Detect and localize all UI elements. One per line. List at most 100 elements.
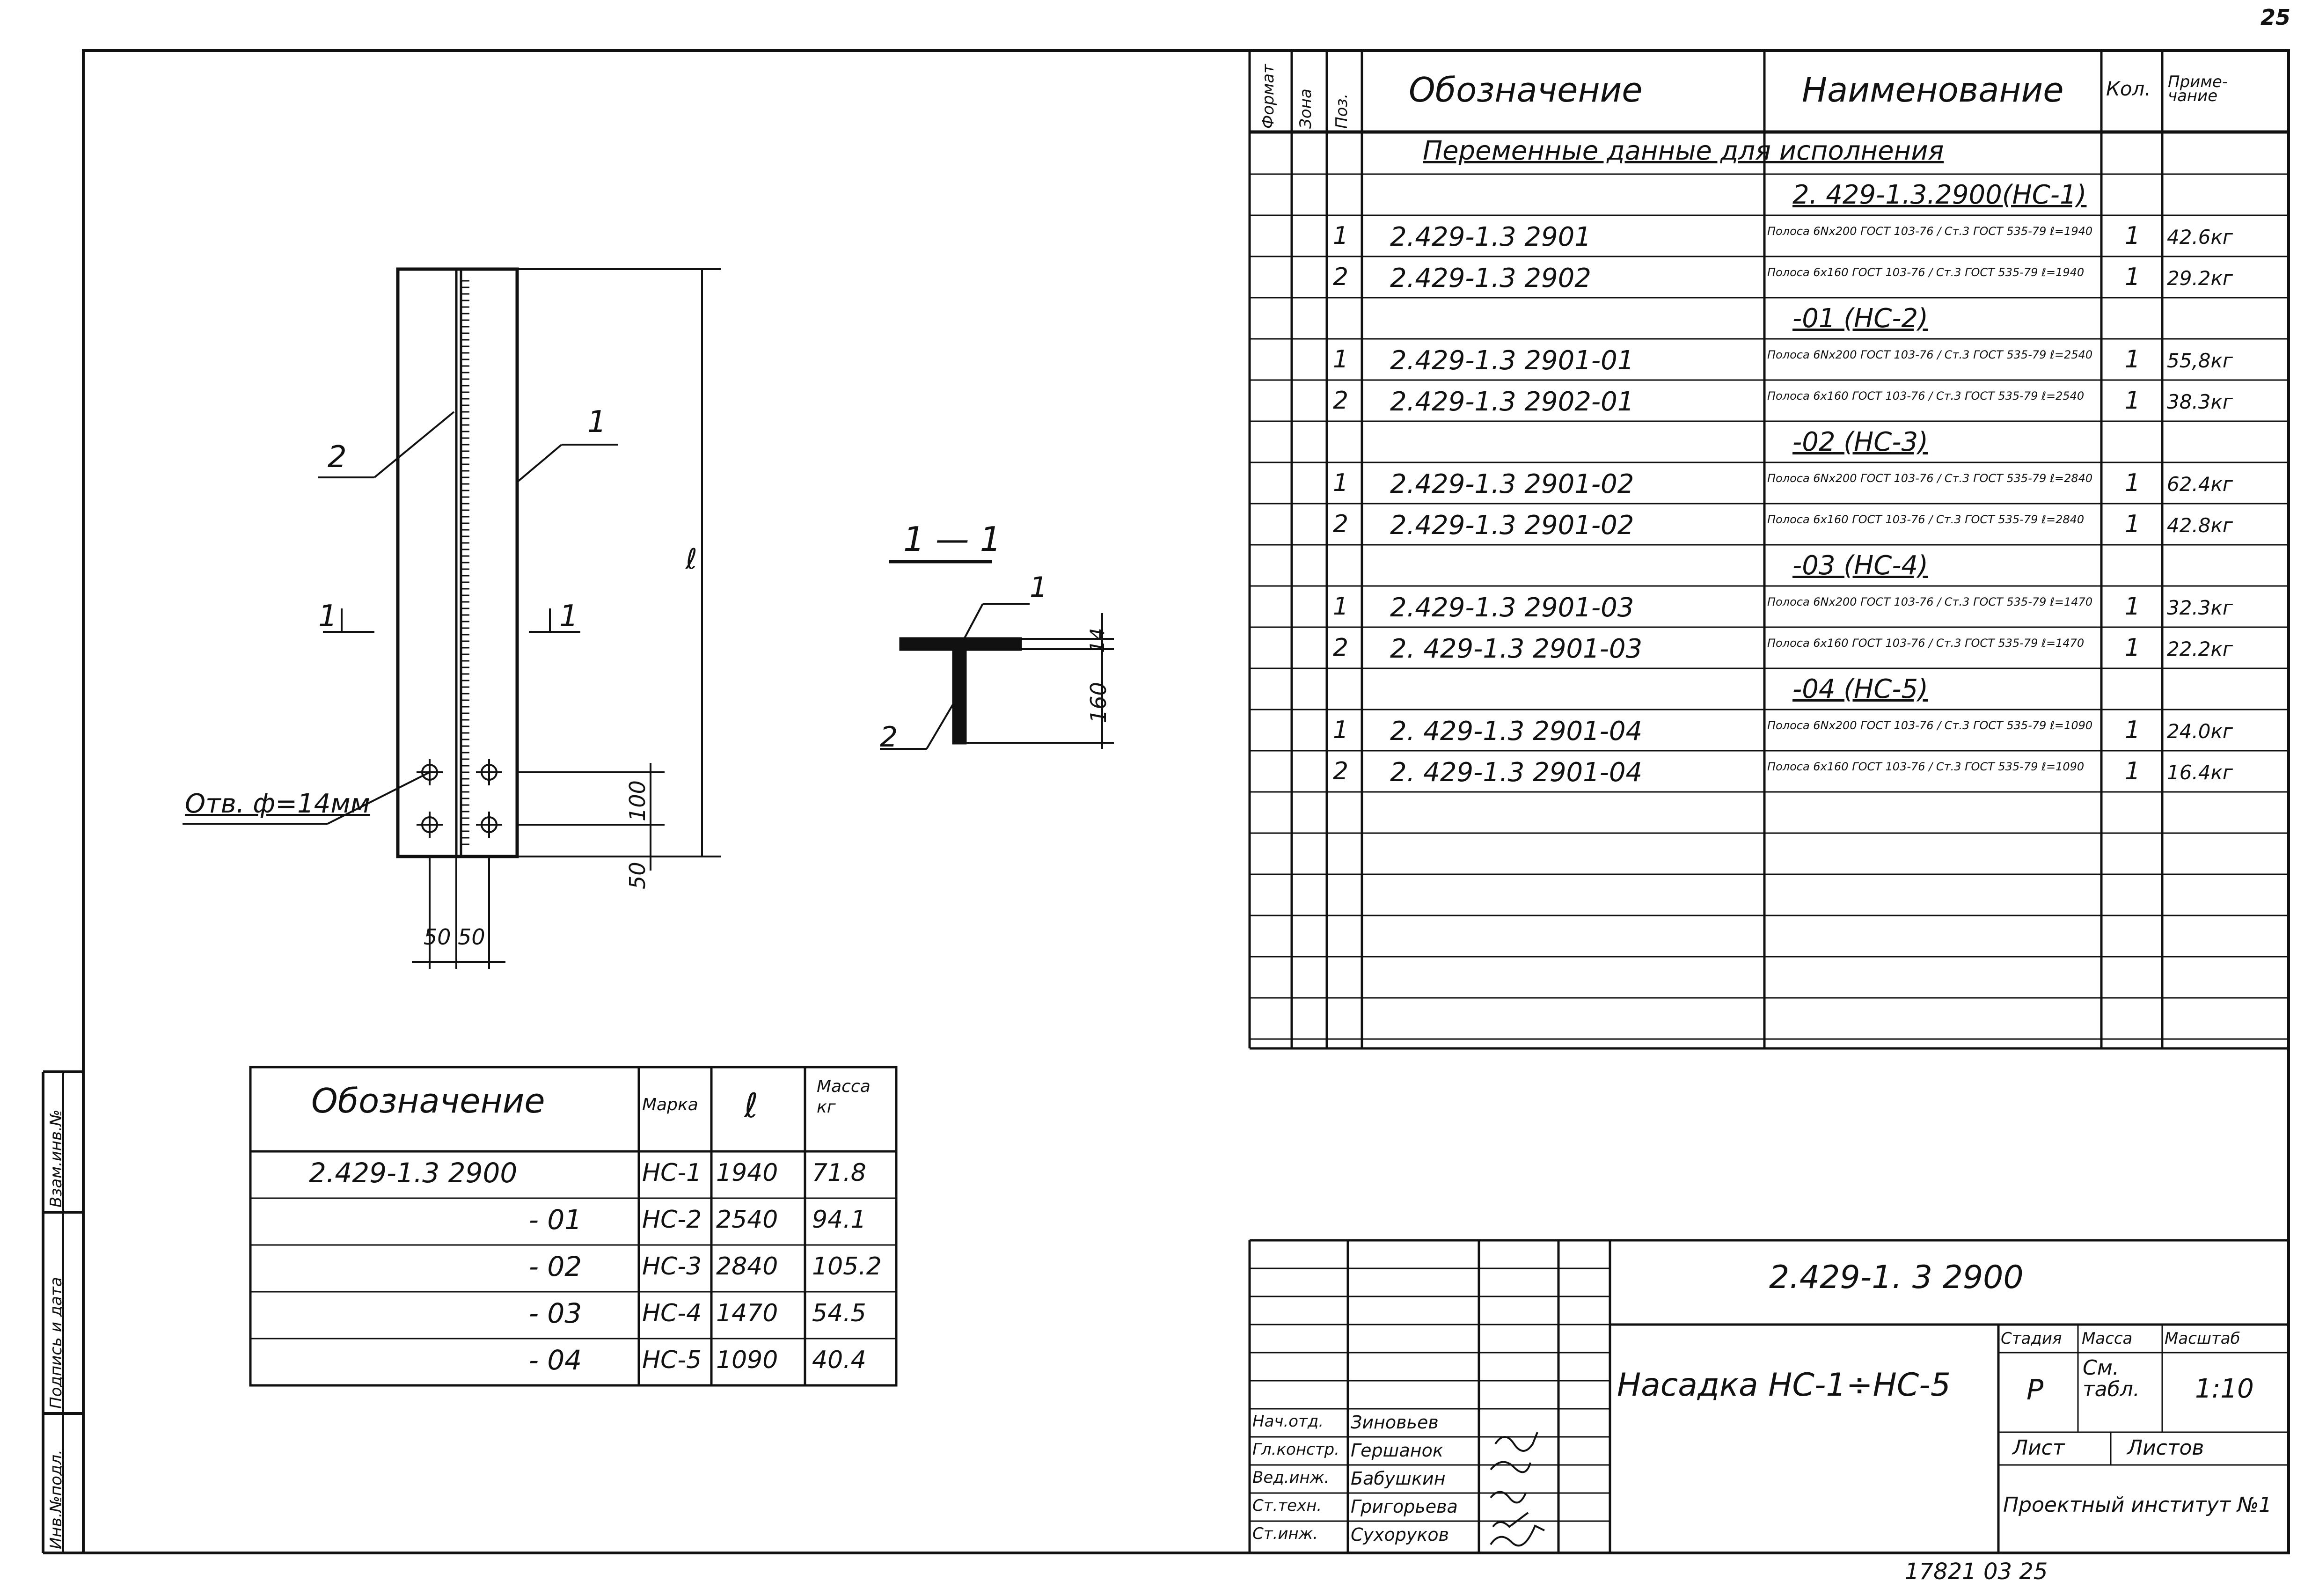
signatures (1490, 1432, 1545, 1547)
dim-100: 100 (625, 780, 650, 821)
spec-row-designation: 2.429-1.3 2901-03 (1390, 593, 1634, 623)
variant-length: 2540 (716, 1206, 778, 1234)
signature-name: Бабушкин (1351, 1468, 1446, 1489)
spec-row-note: 24.0кг (2167, 720, 2233, 743)
section-mark-left: 1 (318, 599, 337, 634)
variant-mark: НС-2 (642, 1206, 702, 1234)
spec-row-name: Полоса 6Nx200 ГОСТ 103-76 / Ст.3 ГОСТ 53… (1767, 719, 2093, 732)
dim-160: 160 (1086, 682, 1111, 723)
spec-row-pos: 2 (1333, 387, 1349, 415)
variant-length: 1470 (716, 1299, 778, 1327)
page-number: 25 (2260, 5, 2290, 30)
doc-name: Насадка НС-1÷НС-5 (1617, 1367, 1951, 1404)
spec-row-designation: 2.429-1.3 2901-02 (1390, 469, 1634, 499)
variant-length: 1090 (716, 1346, 778, 1374)
spec-row-pos: 2 (1333, 510, 1349, 538)
spec-grid (1248, 51, 2289, 1050)
spec-row-designation: 2.429-1.3 2902-01 (1390, 387, 1634, 417)
spec-header-format: Формат (1259, 64, 1278, 129)
spec-row-pos: 2 (1333, 263, 1349, 291)
spec-header-note: Приме- чание (2168, 73, 2228, 105)
variant-designation: - 02 (529, 1251, 582, 1282)
signature-name: Григорьева (1351, 1496, 1458, 1517)
spec-row-name: Полоса 6x160 ГОСТ 103-76 / Ст.3 ГОСТ 535… (1767, 637, 2085, 650)
part-front-view (396, 267, 519, 858)
variant-mass: 71.8 (812, 1159, 866, 1187)
variants-header-length: ℓ (744, 1086, 758, 1125)
signature-name: Гершанок (1351, 1440, 1443, 1461)
spec-row-pos: 2 (1333, 757, 1349, 785)
spec-row-note: 42.8кг (2167, 514, 2233, 537)
doc-number: 2.429-1. 3 2900 (1769, 1259, 2024, 1296)
variant-designation: - 01 (529, 1204, 582, 1236)
spec-section-title: Переменные данные для исполнения (1423, 136, 1944, 166)
variant-mass: 40.4 (812, 1346, 866, 1374)
spec-row-name: -04 (НС-5) (1792, 674, 1929, 704)
archive-code: 17821 03 25 (1905, 1559, 2048, 1585)
part2-label: 2 (328, 440, 347, 475)
spec-row-designation: 2. 429-1.3 2901-03 (1390, 634, 1643, 664)
title-block-rows (1250, 1267, 1610, 1522)
sheet-frame (82, 49, 2290, 1554)
spec-row-name: Полоса 6x160 ГОСТ 103-76 / Ст.3 ГОСТ 535… (1767, 760, 2085, 773)
section-title: 1 — 1 (903, 520, 1002, 559)
spec-row-name: Полоса 6x160 ГОСТ 103-76 / Ст.3 ГОСТ 535… (1767, 513, 2085, 526)
spec-row-qty: 1 (2125, 634, 2141, 662)
variant-mark: НС-3 (642, 1252, 702, 1281)
part1-label: 1 (587, 405, 607, 439)
variant-length: 2840 (716, 1252, 778, 1281)
spec-row-designation: 2.429-1.3 2901 (1390, 222, 1591, 252)
spec-row-note: 32.3кг (2167, 596, 2233, 619)
variant-designation: - 03 (529, 1297, 582, 1329)
section-mark-right: 1 (559, 599, 578, 634)
sheet-label: Лист (2012, 1436, 2065, 1460)
section-dims (880, 603, 1114, 750)
signature-role: Ст.инж. (1252, 1524, 1318, 1543)
dim-50-vertical: 50 (625, 862, 650, 889)
variant-mass: 54.5 (812, 1299, 866, 1327)
title-block-grid (1248, 1239, 2289, 1553)
spec-header-name: Наименование (1802, 70, 2064, 110)
spec-header-zone: Зона (1296, 88, 1315, 129)
spec-row-designation: 2.429-1.3 2901-02 (1390, 510, 1634, 541)
section-1-1 (889, 560, 1022, 745)
signature-name: Зиновьев (1351, 1412, 1439, 1433)
dim-50-50: 50 50 (424, 924, 485, 950)
variant-mark: НС-4 (642, 1299, 702, 1327)
spec-row-pos: 2 (1333, 634, 1349, 662)
signature-name: Сухоруков (1351, 1524, 1449, 1545)
spec-row-qty: 1 (2125, 469, 2141, 497)
spec-row-pos: 1 (1333, 716, 1349, 744)
spec-row-qty: 1 (2125, 757, 2141, 785)
stamp-replaces: Взам.инв.№ (47, 1109, 66, 1208)
variants-header-mark: Марка (642, 1095, 698, 1114)
spec-row-note: 29.2кг (2167, 267, 2233, 290)
stage-value: Р (2026, 1374, 2044, 1406)
holes (417, 759, 502, 838)
spec-row-designation: 2.429-1.3 2901-01 (1390, 345, 1634, 376)
spec-header-pos: Поз. (1332, 93, 1351, 129)
spec-row-name: -03 (НС-4) (1792, 550, 1929, 581)
variant-mark: НС-1 (642, 1159, 702, 1187)
spec-row-qty: 1 (2125, 263, 2141, 291)
stage-label: Стадия (2001, 1329, 2062, 1348)
organization: Проектный институт №1 (2003, 1493, 2272, 1517)
spec-row-qty: 1 (2125, 222, 2141, 250)
variant-length: 1940 (716, 1159, 778, 1187)
spec-row-name: 2. 429-1.3.2900(НС-1) (1792, 180, 2087, 210)
signature-role: Вед.инж. (1252, 1468, 1330, 1487)
spec-row-name: -01 (НС-2) (1792, 303, 1929, 334)
stamp-sign-date: Подпись и дата (47, 1277, 66, 1409)
variants-header-mass: Масса кг (817, 1077, 871, 1117)
spec-row-name: Полоса 6x160 ГОСТ 103-76 / Ст.3 ГОСТ 535… (1767, 266, 2085, 279)
scale-label: Масштаб (2165, 1329, 2240, 1348)
spec-row-pos: 1 (1333, 469, 1349, 497)
length-dim-label: ℓ (686, 543, 697, 576)
variant-designation: 2.429-1.3 2900 (309, 1157, 518, 1189)
spec-row-name: Полоса 6Nx200 ГОСТ 103-76 / Ст.3 ГОСТ 53… (1767, 472, 2093, 485)
mass-label: Масса (2082, 1329, 2133, 1348)
spec-row-pos: 1 (1333, 222, 1349, 250)
dim-14: 14 (1086, 628, 1109, 653)
spec-row-qty: 1 (2125, 716, 2141, 744)
